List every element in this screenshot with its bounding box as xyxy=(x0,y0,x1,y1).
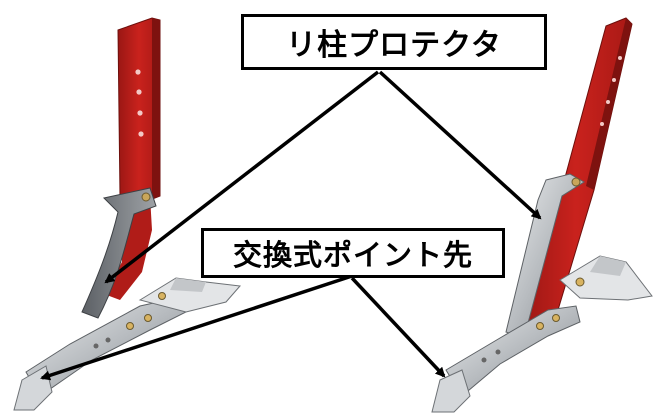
shank-protector-label: リ柱プロテクタ xyxy=(241,14,547,70)
right-shank-protector xyxy=(505,173,585,339)
left-shank-bolt-hole-4 xyxy=(138,131,144,137)
left-shank-bolt-hole-3 xyxy=(137,110,143,116)
left-subsoiler xyxy=(13,17,242,411)
right-subsoiler xyxy=(431,17,653,413)
replaceable-point-tip-label: 交換式ポイント先 xyxy=(201,228,505,278)
left-shank-bolt-hole-2 xyxy=(136,89,142,95)
callout-arrows xyxy=(40,70,542,381)
arrow-tip-right xyxy=(350,276,446,378)
left-shank-protector xyxy=(81,187,157,319)
arrow-protector-right xyxy=(378,70,542,220)
right-point-tip xyxy=(431,369,471,413)
arrow-tip-left xyxy=(40,274,353,381)
right-point-body xyxy=(445,305,581,397)
arrow-protector-left xyxy=(104,70,380,284)
left-shank-bolt-hole-1 xyxy=(135,69,141,75)
